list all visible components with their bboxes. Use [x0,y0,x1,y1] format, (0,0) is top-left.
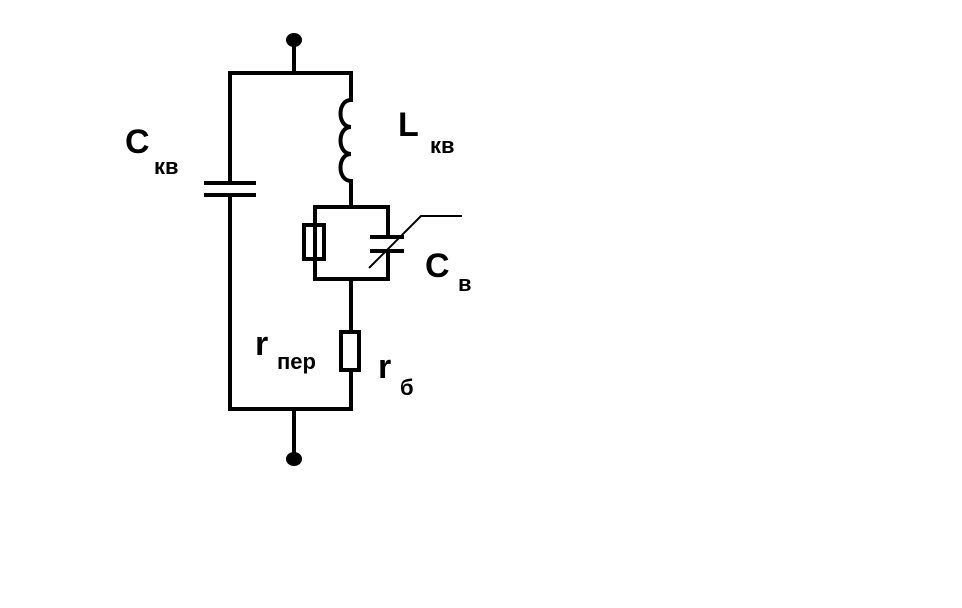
inductor-l-kv [338,71,354,209]
label-r-b: rб [378,348,414,400]
variable-capacitor-c-v [368,215,462,269]
bottom-terminal [286,407,302,466]
label-l-kv: Lкв [398,106,455,158]
label-c-kv: Cкв [125,123,179,179]
resistor-r-b [339,277,361,411]
top-terminal [286,33,302,75]
capacitor-c-kv [204,71,256,411]
resistor-r-per [302,223,326,261]
